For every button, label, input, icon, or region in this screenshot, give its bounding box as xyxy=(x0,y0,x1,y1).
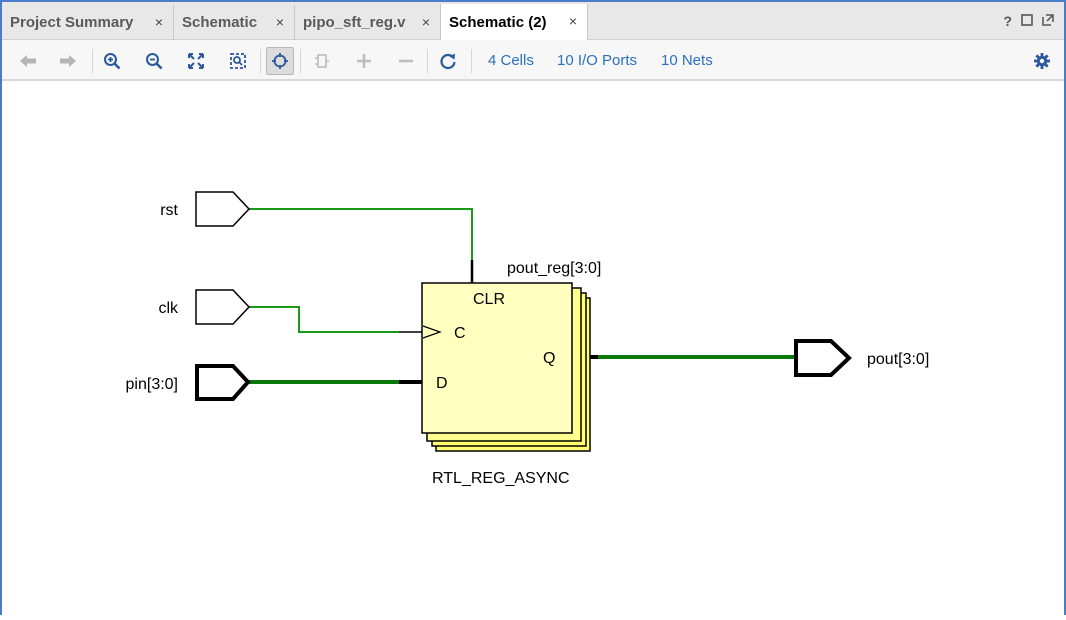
pin-label-d: D xyxy=(436,375,448,392)
port-label-pout: pout[3:0] xyxy=(867,351,929,368)
tab-schematic-2[interactable]: Schematic (2) × xyxy=(440,4,588,41)
expand-icon[interactable] xyxy=(350,47,378,75)
port-rst[interactable] xyxy=(195,191,251,227)
toolbar-separator xyxy=(260,49,261,73)
cell-instance-name: pout_reg[3:0] xyxy=(507,260,601,277)
cells-link[interactable]: 4 Cells xyxy=(488,52,534,69)
schematic-diagram: rst clk pin[3:0] pout[3:0] CLR C D Q pou… xyxy=(126,191,929,487)
toolbar-separator xyxy=(300,49,301,73)
close-icon[interactable]: × xyxy=(568,13,577,29)
tab-label: Schematic (2) xyxy=(449,14,547,31)
tab-label: Schematic xyxy=(182,14,258,31)
tab-bar: Project Summary × Schematic × pipo_sft_r… xyxy=(2,2,1064,41)
cell-type-name: RTL_REG_ASYNC xyxy=(432,470,570,487)
port-label-pin: pin[3:0] xyxy=(126,376,178,393)
pin-label-q: Q xyxy=(543,350,555,367)
tab-project-summary[interactable]: Project Summary × xyxy=(2,5,174,40)
zoom-fit-icon[interactable] xyxy=(182,47,210,75)
clock-edge-icon xyxy=(422,325,442,339)
port-label-rst: rst xyxy=(160,202,178,219)
forward-icon[interactable] xyxy=(54,47,82,75)
close-icon[interactable]: × xyxy=(275,14,284,30)
port-pout-bus[interactable] xyxy=(794,339,852,377)
reload-icon[interactable] xyxy=(434,47,462,75)
zoom-out-icon[interactable] xyxy=(140,47,168,75)
pin-label-clr: CLR xyxy=(473,291,505,308)
cell-body xyxy=(421,282,573,434)
collapse-icon[interactable] xyxy=(308,47,336,75)
nets-link[interactable]: 10 Nets xyxy=(661,52,713,69)
schematic-canvas[interactable]: rst clk pin[3:0] pout[3:0] CLR C D Q pou… xyxy=(2,82,1064,615)
restore-icon[interactable] xyxy=(1021,14,1033,28)
net-clk[interactable] xyxy=(249,306,399,333)
select-mode-icon[interactable] xyxy=(266,47,294,75)
window-controls: ? xyxy=(1003,14,1054,28)
port-label-clk: clk xyxy=(158,300,179,317)
net-rst[interactable] xyxy=(249,208,473,282)
tab-label: Project Summary xyxy=(10,14,134,31)
toolbar-separator xyxy=(471,49,472,73)
tab-schematic[interactable]: Schematic × xyxy=(174,5,295,40)
float-icon[interactable] xyxy=(1042,14,1054,28)
io-ports-link[interactable]: 10 I/O Ports xyxy=(557,52,638,69)
toolbar: 4 Cells 10 I/O Ports 10 Nets xyxy=(2,40,1064,81)
toolbar-separator xyxy=(427,49,428,73)
toolbar-separator xyxy=(92,49,93,73)
help-icon[interactable]: ? xyxy=(1003,13,1012,29)
pin-label-c: C xyxy=(454,325,466,342)
register-cell[interactable]: CLR C D Q xyxy=(421,282,591,452)
zoom-in-icon[interactable] xyxy=(98,47,126,75)
settings-icon[interactable] xyxy=(1028,47,1056,75)
tab-pipo-sft-reg[interactable]: pipo_sft_reg.v × xyxy=(295,5,441,40)
tab-label: pipo_sft_reg.v xyxy=(303,14,406,31)
port-clk[interactable] xyxy=(195,289,251,325)
back-icon[interactable] xyxy=(14,47,42,75)
zoom-area-icon[interactable] xyxy=(224,47,252,75)
close-icon[interactable]: × xyxy=(154,14,163,30)
remove-icon[interactable] xyxy=(392,47,420,75)
close-icon[interactable]: × xyxy=(421,14,430,30)
port-pin-bus[interactable] xyxy=(195,364,251,401)
